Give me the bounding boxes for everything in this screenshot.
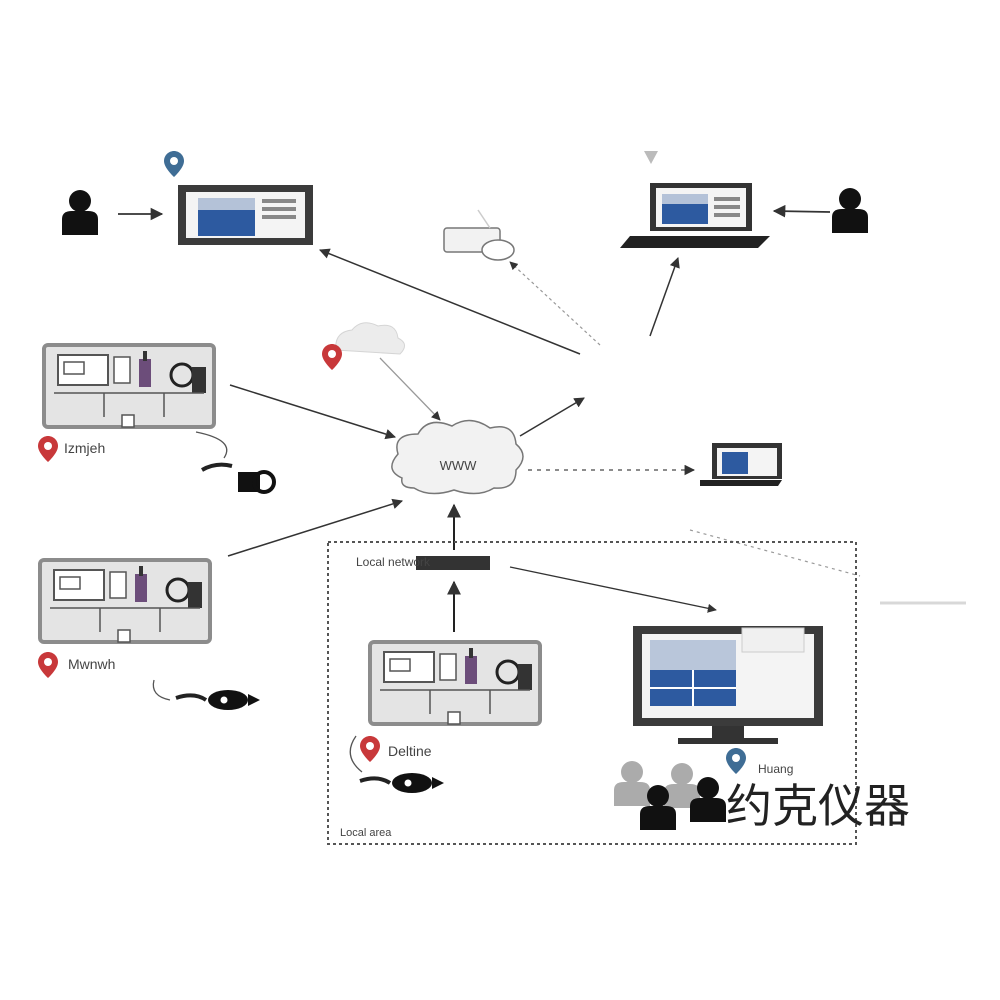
arrow-switch-to-monitor xyxy=(509,566,717,613)
location-pin-icon xyxy=(360,736,380,762)
location-pin-icon xyxy=(726,748,746,774)
location-pin-icon xyxy=(322,344,342,370)
arrow-to-tablet xyxy=(319,248,581,355)
monitor-icon xyxy=(633,626,823,744)
local-area-label: Local area xyxy=(340,827,392,839)
machine-local xyxy=(368,640,542,726)
router-icon xyxy=(443,209,515,261)
location-pin-icon xyxy=(164,151,184,177)
local-area-boundary xyxy=(327,541,857,845)
machine-local-label: Deltine xyxy=(388,743,432,759)
machine-top-label: Izmjeh xyxy=(64,440,105,456)
user-icon xyxy=(832,188,868,233)
monitor-label: Huang xyxy=(758,762,793,776)
sensor-probe-icon xyxy=(358,771,446,795)
cloud-label: WWW xyxy=(440,458,478,473)
arrow-to-router xyxy=(509,261,601,346)
cloud-icon xyxy=(335,322,405,355)
local-network-label: Local network xyxy=(356,555,431,569)
location-pin-icon xyxy=(644,151,658,164)
location-pin-icon xyxy=(38,652,58,678)
network-switch xyxy=(416,556,490,570)
machine-top xyxy=(42,343,216,429)
arrow-machine-top-to-www xyxy=(229,384,397,440)
cable xyxy=(195,431,228,459)
group-icon xyxy=(614,761,726,830)
dashed-link-faint xyxy=(689,529,861,577)
arrow-small-cloud-to-www xyxy=(379,357,441,421)
arrow-machine-middle-to-www xyxy=(227,498,404,557)
user-icon xyxy=(62,190,98,235)
machine-middle xyxy=(38,558,212,644)
cable xyxy=(152,679,171,701)
www-cloud: WWW xyxy=(391,419,524,495)
sensor-probe-icon xyxy=(201,462,276,494)
sensor-probe-icon xyxy=(174,688,262,712)
watermark: 约克仪器 xyxy=(726,779,910,833)
cable xyxy=(349,735,363,773)
arrow-to-laptop xyxy=(649,257,680,337)
laptop-icon xyxy=(620,183,770,248)
machine-middle-label: Mwnwh xyxy=(68,656,115,672)
laptop-icon xyxy=(700,443,782,486)
arrow-www-up xyxy=(519,397,585,437)
arrow-user-to-laptop xyxy=(772,204,831,218)
location-pin-icon xyxy=(38,436,58,462)
tablet xyxy=(178,185,313,245)
